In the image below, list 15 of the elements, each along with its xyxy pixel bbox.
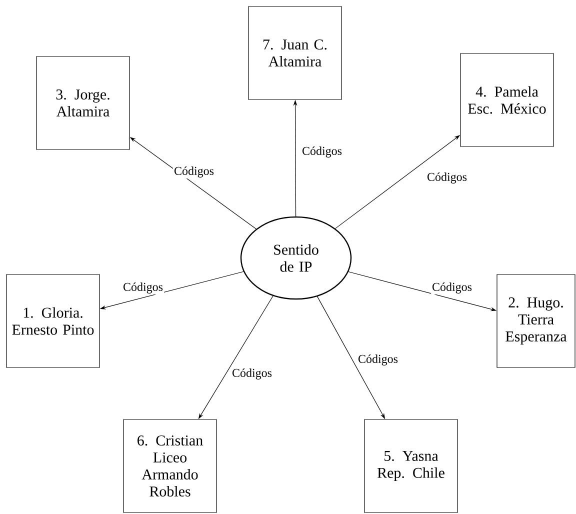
name-box: 5. Yasna Rep. Chile [364, 419, 458, 513]
edge-label: Códigos [357, 354, 399, 366]
name-box: 2. Hugo. Tierra Esperanza [496, 274, 576, 368]
edge-label: Códigos [301, 146, 343, 158]
name-box: 7. Juan C. Altamira [248, 6, 342, 100]
edge-label: Códigos [431, 282, 473, 294]
name-box: 1. Gloria. Ernesto Pinto [6, 274, 100, 368]
edge-label: Códigos [426, 172, 468, 184]
name-box: 3. Jorge. Altamira [36, 56, 130, 150]
name-box: 4. Pamela Esc. México [460, 53, 554, 147]
edge-label: Códigos [231, 368, 273, 380]
ellipse-node: Sentido de IP [240, 216, 352, 300]
edge-label: Códigos [173, 166, 215, 178]
edge-label: Códigos [122, 282, 164, 294]
name-box: 6. Cristian Liceo Armando Robles [123, 419, 217, 513]
